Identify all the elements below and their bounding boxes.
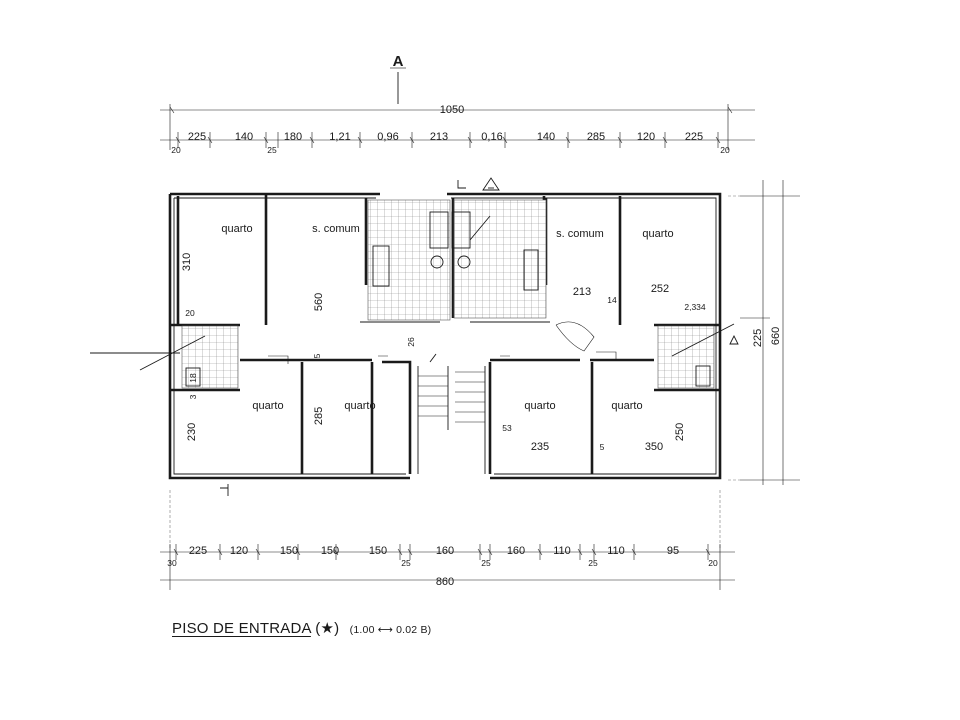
dim-bottom-seg: 110 — [607, 545, 625, 557]
dim-top-seg: 0,96 — [377, 131, 398, 143]
dim-top-seg: 225 — [188, 131, 206, 143]
dim-310: 310 — [181, 253, 193, 271]
dim-right-overall: 660 — [770, 327, 782, 345]
dim-bottom-seg: 120 — [230, 545, 248, 557]
dim-bottom-small: 20 — [708, 558, 718, 568]
dim-560: 560 — [313, 293, 325, 311]
dim-bottom-small: 25 — [481, 558, 491, 568]
dim-20: 20 — [185, 308, 195, 318]
right-dimension-chain: 225 660 — [728, 180, 800, 485]
dim-bottom-seg: 95 — [667, 545, 679, 557]
room-label-quarto-bottom-2: quarto — [344, 400, 375, 412]
dim-top-seg: 120 — [637, 131, 655, 143]
dim-285: 285 — [313, 407, 325, 425]
room-label-quarto-top-right: quarto — [642, 228, 673, 240]
dim-bottom-seg: 160 — [436, 545, 454, 557]
dim-bottom-seg: 150 — [321, 545, 339, 557]
dim-bottom-seg: 150 — [369, 545, 387, 557]
plan-title: PISO DE ENTRADA — [172, 620, 311, 637]
section-markers-side — [90, 177, 739, 496]
dim-18: 18 — [188, 373, 198, 383]
section-marker-label: A — [393, 53, 404, 70]
plan-caption: PISO DE ENTRADA (★) (1.00 ⟷ 0.02 B) — [172, 619, 431, 637]
dim-14: 14 — [607, 295, 617, 305]
dim-bottom-small: 30 — [167, 558, 177, 568]
dim-bottom-small: 25 — [401, 558, 411, 568]
dim-top-seg: 213 — [430, 131, 448, 143]
dim-top-small: 20 — [171, 145, 181, 155]
room-labels: quarto s. comum s. comum quarto quarto q… — [221, 223, 673, 412]
dim-top-seg: 180 — [284, 131, 302, 143]
dim-213: 213 — [573, 286, 591, 298]
door-swings — [268, 321, 617, 364]
dim-bottom-seg: 225 — [189, 545, 207, 557]
section-marker-top: A — [390, 53, 406, 104]
dim-top-overall: 1050 — [440, 104, 464, 116]
dim-250: 250 — [674, 423, 686, 441]
dim-230: 230 — [186, 423, 198, 441]
dim-top-seg: 140 — [235, 131, 253, 143]
dim-5b: 5 — [600, 442, 605, 452]
tiled-areas — [181, 199, 715, 389]
plan-scale: (1.00 ⟷ 0.02 B) — [349, 624, 432, 636]
dim-bottom-small: 25 — [588, 558, 598, 568]
room-label-quarto-bottom-1: quarto — [252, 400, 283, 412]
dim-bottom-seg: 150 — [280, 545, 298, 557]
dim-bottom-seg: 160 — [507, 545, 525, 557]
interior-dimensions: 310 20 560 5 18 3 230 285 213 252 14 2,3… — [181, 253, 706, 453]
dim-bottom-seg: 110 — [553, 545, 571, 557]
dim-3: 3 — [188, 394, 198, 399]
dim-235: 235 — [531, 441, 549, 453]
dim-5: 5 — [312, 353, 322, 358]
dim-26: 26 — [406, 337, 416, 347]
room-label-sala-comum-left: s. comum — [312, 223, 360, 235]
dim-2334: 2,334 — [684, 302, 706, 312]
dim-top-seg: 1,21 — [329, 131, 350, 143]
dim-right-segment: 225 — [752, 329, 764, 347]
dim-top-seg: 225 — [685, 131, 703, 143]
dim-bottom-overall: 860 — [436, 576, 454, 588]
room-label-quarto-top-left: quarto — [221, 223, 252, 235]
dim-252: 252 — [651, 283, 669, 295]
room-label-quarto-bottom-4: quarto — [611, 400, 642, 412]
room-label-quarto-bottom-3: quarto — [524, 400, 555, 412]
dim-350: 350 — [645, 441, 663, 453]
dim-top-seg: 285 — [587, 131, 605, 143]
dim-top-small: 20 — [720, 145, 730, 155]
dim-top-seg: 140 — [537, 131, 555, 143]
bottom-dimension-chain: 225 120 150 150 150 160 160 110 110 95 3… — [160, 490, 735, 590]
top-dimension-chain: 1050 225 140 180 1,21 0,96 213 0,16 140 … — [160, 104, 755, 155]
dim-top-small: 25 — [267, 145, 277, 155]
dim-top-seg: 0,16 — [481, 131, 502, 143]
room-label-sala-comum-right: s. comum — [556, 228, 604, 240]
star-mark: (★) — [315, 620, 340, 637]
dim-53: 53 — [502, 423, 512, 433]
